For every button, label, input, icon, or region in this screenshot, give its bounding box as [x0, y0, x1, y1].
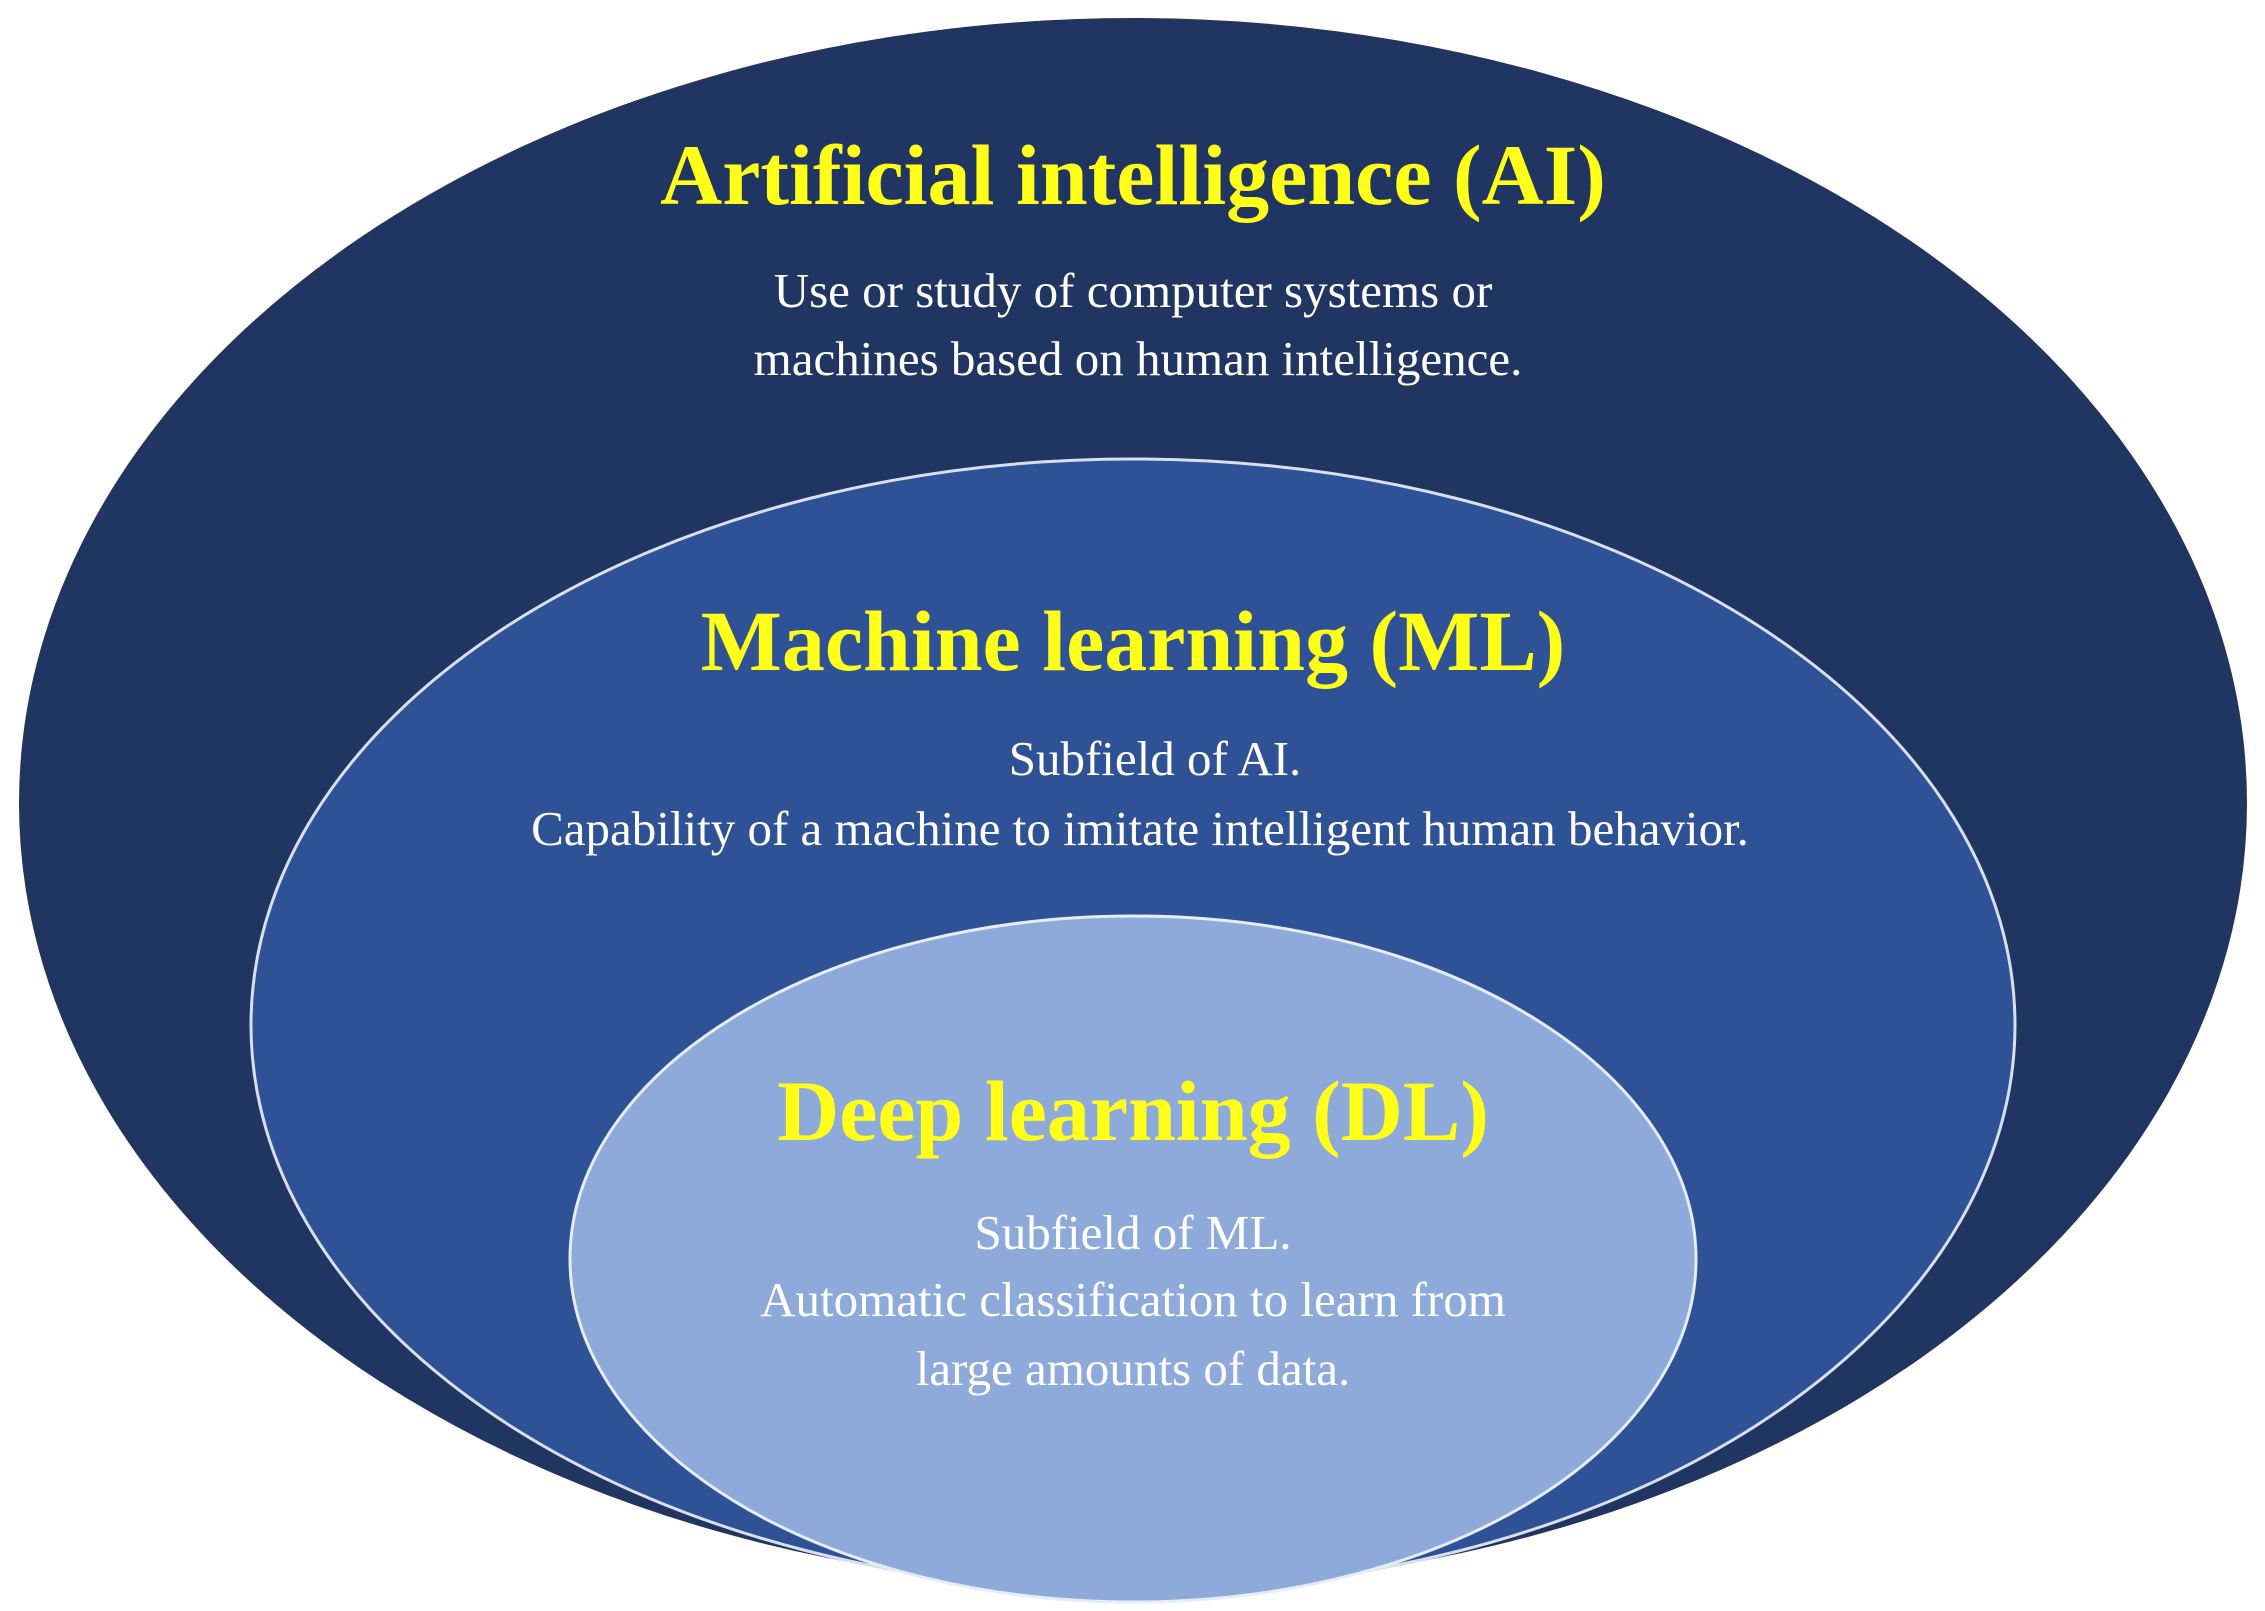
dl-ellipse — [568, 914, 1698, 1604]
ml-title: Machine learning (ML) — [701, 593, 1566, 689]
ai-title: Artificial intelligence (AI) — [660, 127, 1606, 223]
dl-description-line-1: Subfield of ML. — [974, 1205, 1291, 1260]
dl-description-line-2: Automatic classification to learn from — [760, 1272, 1506, 1327]
ai-description-line-1: Use or study of computer systems or — [774, 263, 1493, 318]
ai-description-line-2: machines based on human intelligence. — [754, 331, 1523, 386]
dl-description-line-3: large amounts of data. — [916, 1341, 1351, 1396]
ml-description-line-1: Subfield of AI. — [1009, 731, 1302, 786]
dl-region: Deep learning (DL) Subfield of ML. Autom… — [568, 914, 1698, 1604]
ml-description-line-2: Capability of a machine to imitate intel… — [531, 801, 1749, 856]
dl-title: Deep learning (DL) — [777, 1063, 1489, 1159]
